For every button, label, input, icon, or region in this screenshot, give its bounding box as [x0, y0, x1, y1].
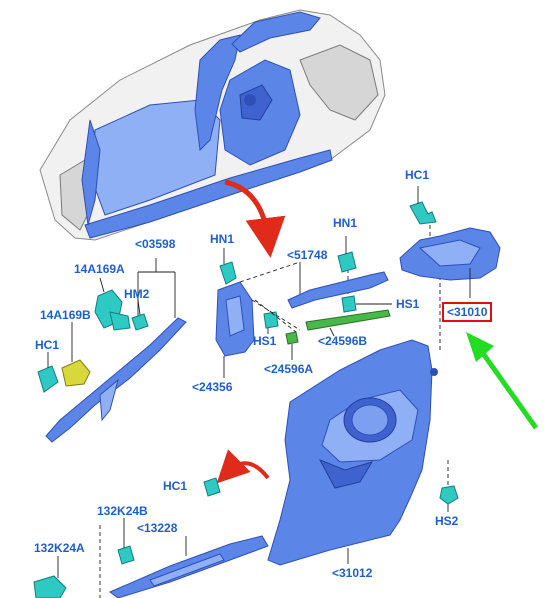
- callout-14a169a: 14A169A: [74, 262, 125, 276]
- callout-hm2: HM2: [124, 287, 150, 301]
- callout-03598: <03598: [135, 237, 176, 251]
- leader-hm2: [137, 299, 141, 316]
- clip-hc1-lower: [203, 477, 221, 497]
- red-arrow-top: [224, 179, 286, 258]
- callout-24596a: <24596A: [264, 362, 314, 376]
- callout-14a169b: 14A169B: [40, 308, 91, 322]
- clip-hs1-mid: [263, 311, 279, 329]
- callout-hn1-mid: HN1: [333, 216, 358, 230]
- red-arrow-lower: [216, 449, 270, 484]
- leader-24596b: [329, 327, 335, 337]
- upper-quarter-trim-31010: [399, 227, 501, 281]
- leader-14a169a: [99, 277, 105, 293]
- callout-24596b: <24596B: [318, 334, 368, 348]
- callout-hn1-left: HN1: [210, 232, 235, 246]
- clip-14a169b: [61, 359, 91, 387]
- leader-03598: [137, 258, 176, 320]
- seal-strip-24596b: [305, 309, 391, 331]
- clip-hc1-left: [37, 365, 59, 393]
- callout-31010: <31010: [442, 302, 493, 322]
- clip-24596a: [285, 331, 299, 345]
- clip-hs2: [439, 485, 459, 505]
- callout-hc1-lower: HC1: [163, 479, 188, 493]
- b-pillar-trim: [215, 281, 255, 357]
- callout-13228: <13228: [137, 521, 178, 535]
- callout-hs1-mid: HS1: [253, 334, 277, 348]
- callout-132k24b: 132K24B: [97, 504, 148, 518]
- callout-hc1-top: HC1: [405, 168, 430, 182]
- clip-hm2: [131, 313, 149, 331]
- clip-132k24b: [117, 545, 135, 565]
- callout-hs1-right: HS1: [396, 297, 420, 311]
- callout-hc1-left: HC1: [35, 338, 60, 352]
- clip-hn1-mid: [337, 251, 357, 273]
- clip-132k24a: [33, 575, 67, 598]
- clip-hs1-right: [341, 295, 357, 313]
- a-pillar-trim: [45, 317, 187, 443]
- sill-plate-13228: [109, 535, 269, 598]
- vehicle-body-shell: [39, 9, 386, 241]
- upper-molding-51748: [287, 271, 389, 309]
- callout-132k24a: 132K24A: [34, 541, 85, 555]
- green-arrow: [466, 332, 539, 430]
- callout-24356: <24356: [192, 380, 233, 394]
- callout-hs2: HS2: [435, 514, 459, 528]
- lower-quarter-trim-31012: [267, 339, 438, 566]
- callout-51748: <51748: [287, 248, 328, 262]
- clip-hn1-left: [219, 261, 237, 285]
- callout-31012: <31012: [332, 566, 373, 580]
- clip-14a169a: [94, 289, 131, 331]
- clip-hc1-top: [409, 201, 437, 225]
